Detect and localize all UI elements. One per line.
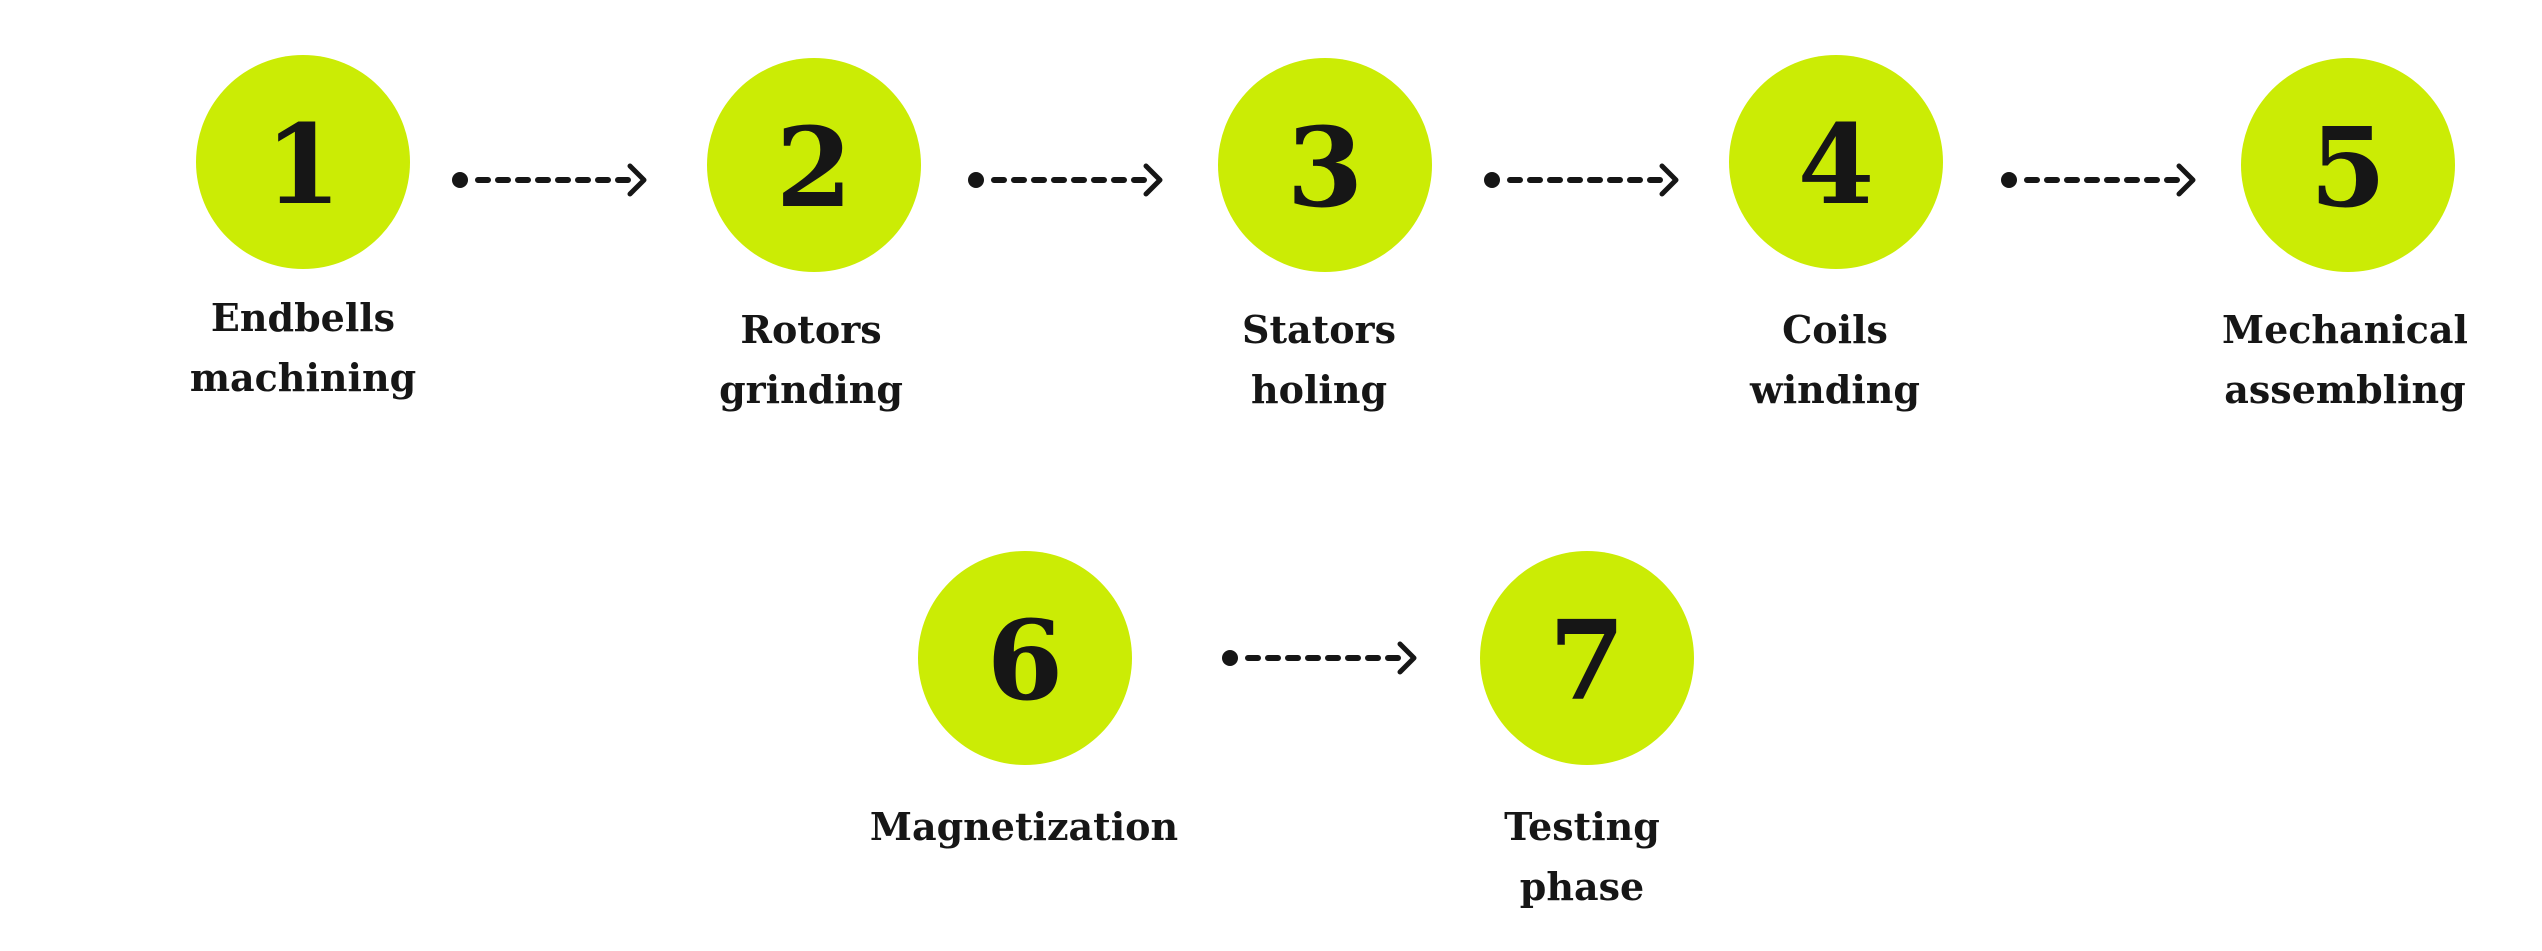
step-6-label-line-1: Magnetization: [869, 804, 1179, 849]
step-5-circle: 5: [2241, 58, 2455, 272]
step-3-label-line-1: Stators: [1242, 307, 1396, 352]
step-6-number: 6: [986, 596, 1064, 725]
step-2-label-line-1: Rotors: [740, 307, 882, 352]
step-3-label-line-2: holing: [1250, 367, 1388, 412]
step-5-label: Mechanical assembling: [2165, 300, 2525, 420]
step-7-number: 7: [1548, 596, 1626, 725]
connector-4-5-dotted-arrow-icon: [2001, 163, 2196, 197]
step-1-label-line-1: Endbells: [210, 295, 396, 340]
step-1-circle: 1: [196, 55, 410, 269]
connector-1-2-dotted-arrow-icon: [452, 163, 647, 197]
step-3-number: 3: [1286, 103, 1364, 232]
step-5-label-line-2: assembling: [2224, 367, 2466, 412]
step-6-label: Magnetization: [844, 797, 1204, 857]
step-4-label-line-2: winding: [1750, 367, 1920, 412]
step-4-label: Coils winding: [1655, 300, 2015, 420]
step-1-label-line-2: machining: [189, 355, 417, 400]
step-2-number: 2: [775, 103, 853, 232]
step-3-label: Stators holing: [1139, 300, 1499, 420]
step-7-circle: 7: [1480, 551, 1694, 765]
step-7-label: Testing phase: [1402, 797, 1762, 917]
step-4-circle: 4: [1729, 55, 1943, 269]
step-2-label-line-2: grinding: [719, 367, 903, 412]
step-4-label-line-1: Coils: [1782, 307, 1888, 352]
step-2-label: Rotors grinding: [631, 300, 991, 420]
step-3-circle: 3: [1218, 58, 1432, 272]
connector-3-4-dotted-arrow-icon: [1484, 163, 1679, 197]
step-6-circle: 6: [918, 551, 1132, 765]
step-1-number: 1: [264, 100, 342, 229]
step-1-label: Endbells machining: [123, 288, 483, 408]
connector-6-7-dotted-arrow-icon: [1222, 641, 1417, 675]
step-4-number: 4: [1797, 100, 1875, 229]
step-7-label-line-2: phase: [1519, 864, 1645, 909]
connector-2-3-dotted-arrow-icon: [968, 163, 1163, 197]
step-7-label-line-1: Testing: [1504, 804, 1660, 849]
step-5-label-line-1: Mechanical: [2222, 307, 2468, 352]
step-5-number: 5: [2309, 103, 2387, 232]
step-2-circle: 2: [707, 58, 921, 272]
